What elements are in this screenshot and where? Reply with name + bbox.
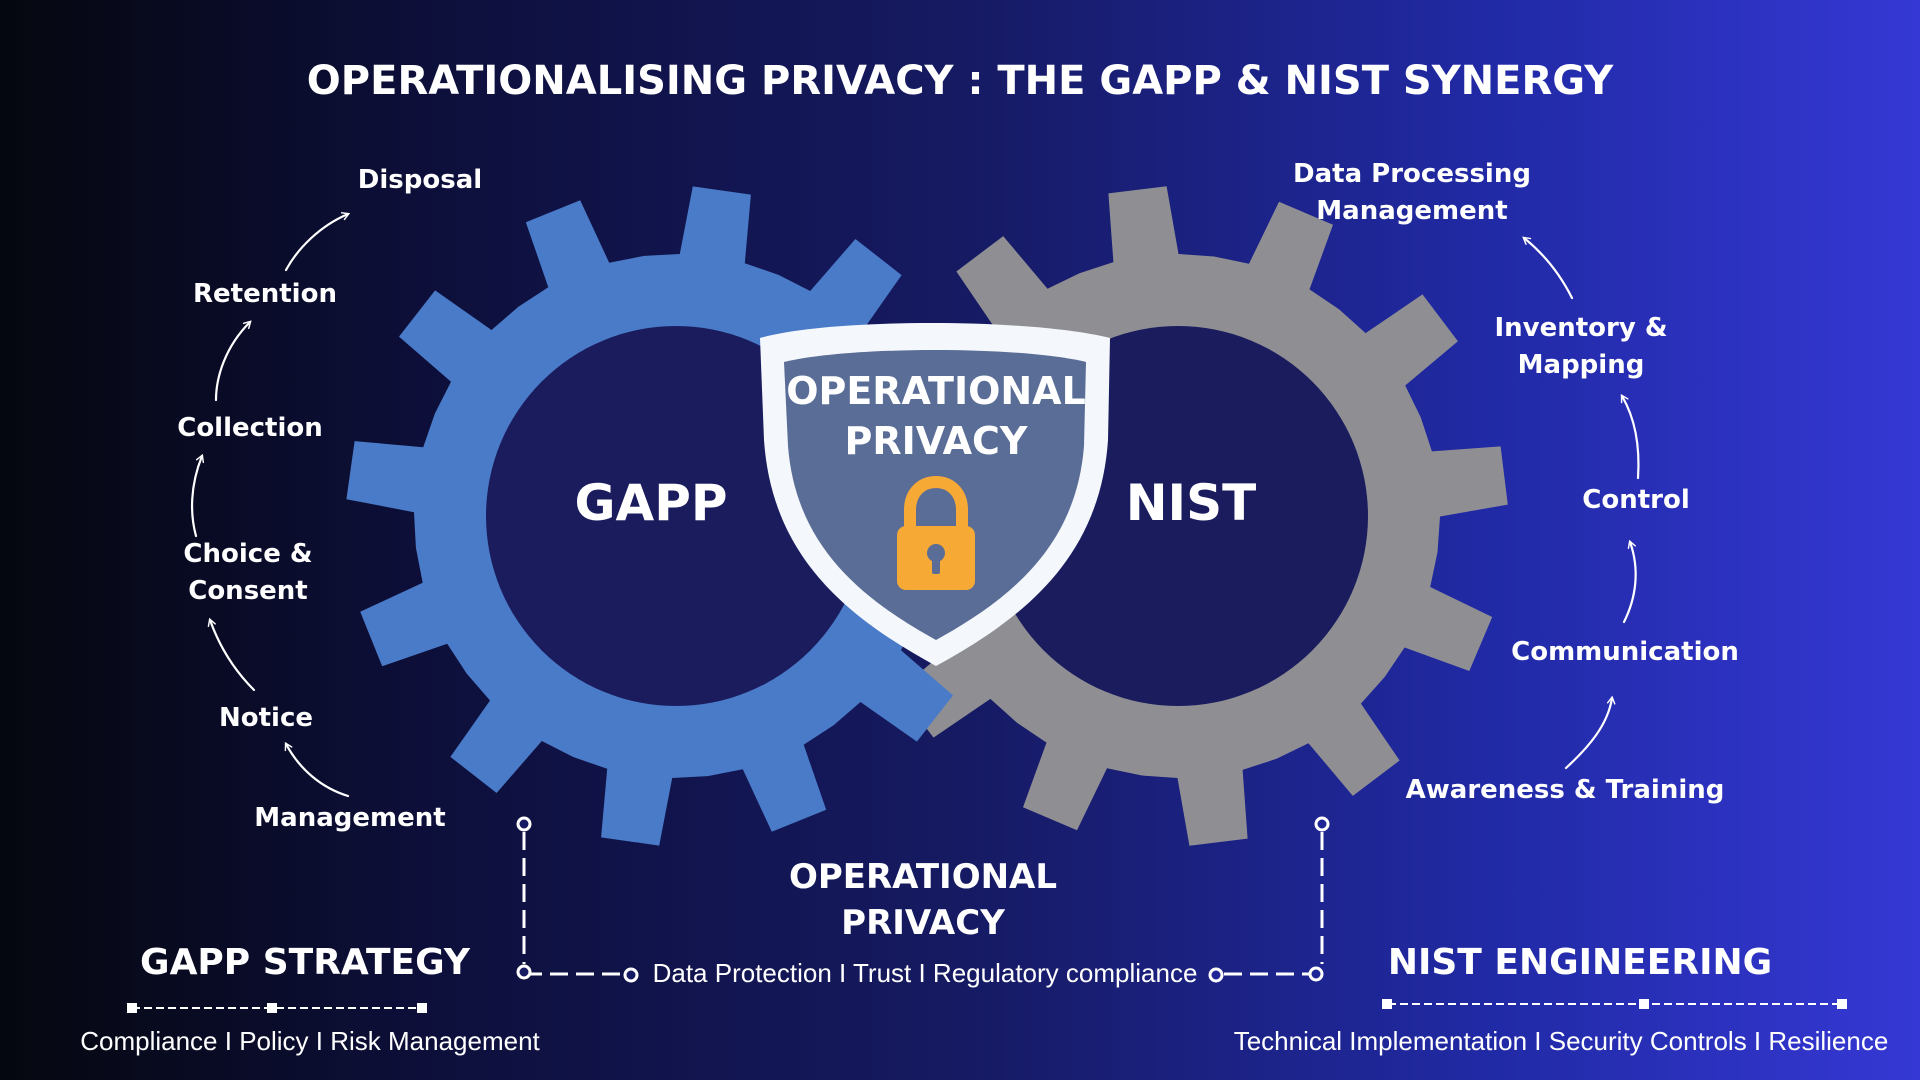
center-subtitle: Data Protection I Trust I Regulatory com… bbox=[652, 958, 1198, 988]
curved-arrow-icon bbox=[1564, 695, 1616, 770]
nist-step-control: Control bbox=[1582, 485, 1690, 515]
curved-arrow-icon bbox=[190, 453, 205, 538]
lock-icon bbox=[897, 475, 975, 590]
nist-engineering-title: NIST ENGINEERING bbox=[1387, 942, 1773, 983]
curved-arrow-icon bbox=[1622, 539, 1637, 624]
center-line1: OPERATIONAL bbox=[788, 857, 1058, 897]
gapp-step-notice: Notice bbox=[218, 703, 313, 733]
gapp-connector bbox=[516, 816, 639, 983]
gapp-cycle-arrows bbox=[190, 212, 351, 798]
curved-arrow-icon bbox=[284, 741, 350, 798]
nist-connector bbox=[1208, 816, 1330, 983]
gapp-step-management: Management bbox=[254, 803, 446, 833]
shield-label: OPERATIONAL PRIVACY bbox=[786, 366, 1086, 466]
page-title: OPERATIONALISING PRIVACY : THE GAPP & NI… bbox=[306, 58, 1614, 104]
gapp-step-retention: Retention bbox=[193, 279, 337, 309]
shield-icon bbox=[760, 323, 1110, 666]
gapp-gear-label: GAPP bbox=[574, 474, 728, 532]
center-operational-privacy: OPERATIONAL PRIVACY bbox=[778, 854, 1068, 946]
gapp-step-choice-consent: Choice & Consent bbox=[183, 539, 313, 606]
curved-arrow-icon bbox=[214, 320, 252, 402]
nist-step-data-processing-management: Data Processing Management bbox=[1293, 159, 1531, 226]
nist-engineering-underline bbox=[1382, 999, 1847, 1009]
nist-cycle-arrows bbox=[1522, 236, 1640, 770]
shield-label-line2: PRIVACY bbox=[844, 419, 1028, 463]
shield-label-line1: OPERATIONAL bbox=[786, 369, 1086, 413]
curved-arrow-icon bbox=[1522, 236, 1574, 300]
curved-arrow-icon bbox=[284, 212, 351, 272]
nist-step-inventory-mapping: Inventory & Mapping bbox=[1494, 313, 1668, 380]
nist-engineering-subtitle: Technical Implementation I Security Cont… bbox=[1233, 1026, 1889, 1056]
nist-gear-label: NIST bbox=[1125, 474, 1257, 532]
center-line2: PRIVACY bbox=[841, 903, 1005, 943]
gapp-step-disposal: Disposal bbox=[357, 165, 483, 195]
nist-step-communication: Communication bbox=[1511, 637, 1739, 667]
nist-step-awareness-training: Awareness & Training bbox=[1405, 775, 1725, 805]
curved-arrow-icon bbox=[207, 617, 256, 692]
gapp-strategy-title: GAPP STRATEGY bbox=[140, 942, 470, 983]
gapp-strategy-subtitle: Compliance I Policy I Risk Management bbox=[80, 1026, 540, 1056]
curved-arrow-icon bbox=[1620, 393, 1640, 480]
gapp-step-collection: Collection bbox=[177, 413, 323, 443]
gapp-strategy-underline bbox=[127, 1003, 427, 1013]
